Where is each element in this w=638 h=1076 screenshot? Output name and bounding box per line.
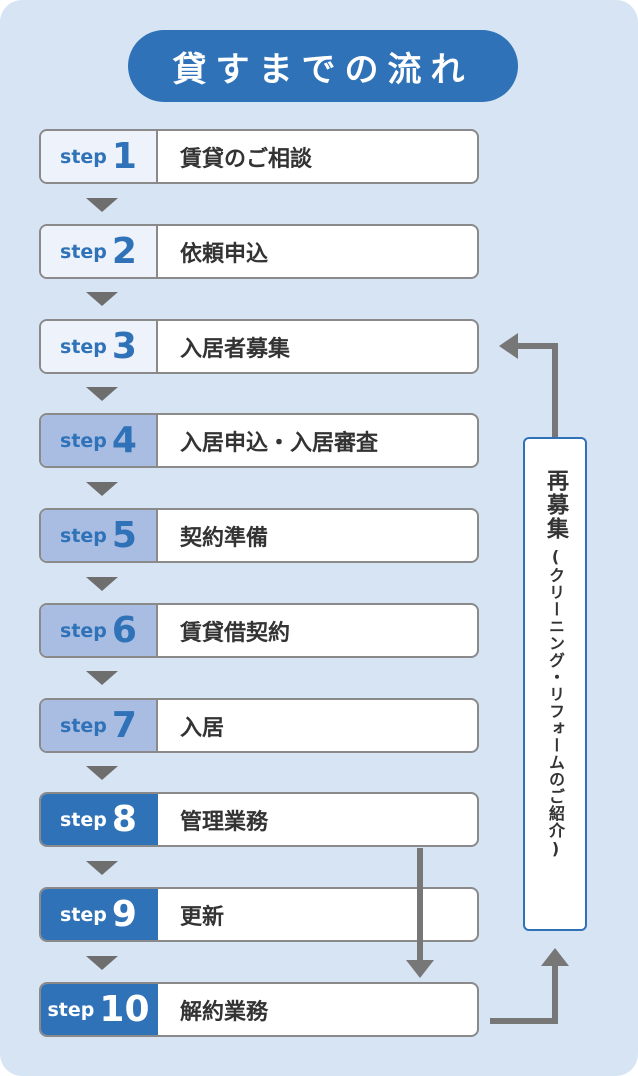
rerecruit-box: 再募集 (クリーニング・リフォームのご紹介): [523, 437, 587, 931]
rerecruit-title: 再募集: [543, 469, 568, 541]
page-title: 貸すまでの流れ: [128, 30, 518, 102]
step-word: step: [60, 524, 107, 547]
step-number: 3: [111, 325, 137, 367]
step-name: 更新: [180, 904, 225, 930]
step-number: 6: [111, 609, 137, 651]
step-number: 4: [111, 419, 137, 461]
down-arrow-icon: [86, 198, 118, 212]
step-name: 管理業務: [180, 809, 269, 835]
rerecruit-note: (クリーニング・リフォームのご紹介): [546, 547, 565, 859]
step-name: 契約準備: [180, 525, 269, 551]
step-word: step: [60, 145, 107, 168]
connector-10-to-rerecruit: [490, 962, 558, 1024]
arrowhead-up-icon: [541, 948, 569, 966]
rerecruit-text: 再募集 (クリーニング・リフォームのご紹介): [525, 469, 585, 859]
step-name: 解約業務: [180, 999, 269, 1025]
step-name: 賃貸借契約: [180, 620, 291, 646]
down-arrow-icon: [86, 861, 118, 875]
arrowhead-down-icon: [406, 960, 434, 978]
down-arrow-icon: [86, 577, 118, 591]
step-word: step: [60, 335, 107, 358]
step-number: 2: [111, 230, 137, 272]
connector-rerecruit-to-3: [514, 343, 558, 437]
step-number: 9: [111, 893, 137, 935]
step-word: step: [60, 429, 107, 452]
step-name: 入居者募集: [180, 336, 291, 362]
down-arrow-icon: [86, 956, 118, 970]
step-word: step: [60, 619, 107, 642]
step-name: 依頼申込: [180, 241, 269, 267]
down-arrow-icon: [86, 292, 118, 306]
step-word: step: [60, 240, 107, 263]
down-arrow-icon: [86, 482, 118, 496]
step-word: step: [60, 714, 107, 737]
step-word: step: [47, 998, 95, 1021]
step-number: 5: [111, 514, 137, 556]
step-number: 1: [111, 135, 137, 177]
down-arrow-icon: [86, 387, 118, 401]
step-number: 8: [111, 798, 137, 840]
step-word: step: [60, 808, 107, 831]
step-name: 入居申込・入居審査: [180, 430, 379, 456]
step-word: step: [60, 903, 107, 926]
step-number: 7: [111, 704, 137, 746]
down-arrow-icon: [86, 766, 118, 780]
arrowhead-left-icon: [499, 333, 518, 359]
step-name: 入居: [180, 715, 225, 741]
step-number: 10: [99, 988, 150, 1030]
step-name: 賃貸のご相談: [180, 146, 313, 172]
down-arrow-icon: [86, 671, 118, 685]
